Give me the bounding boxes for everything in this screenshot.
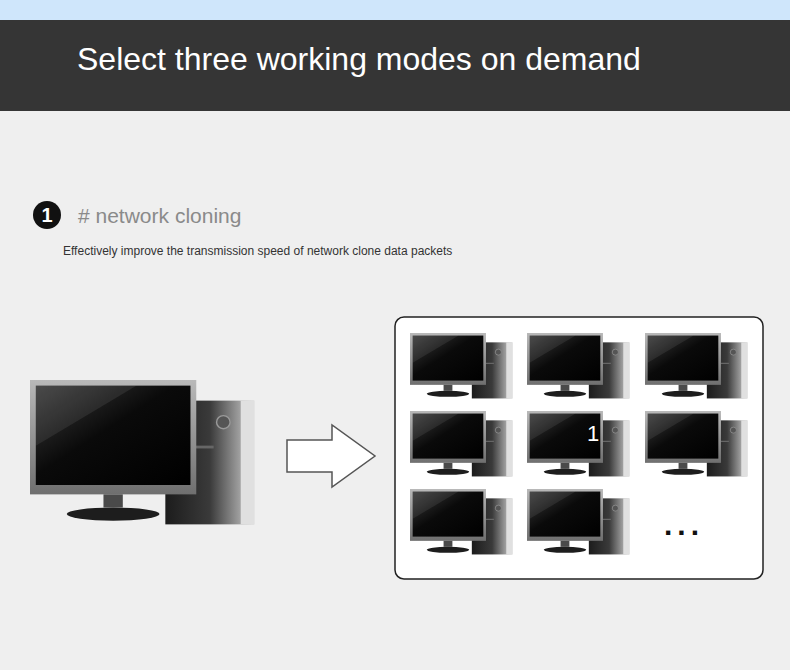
transfer-arrow — [287, 425, 375, 487]
client-computer — [527, 333, 629, 398]
title-band — [0, 20, 790, 111]
screen-number: 1 — [583, 421, 603, 447]
mode-description: Effectively improve the transmission spe… — [63, 244, 463, 258]
top-strip — [0, 0, 790, 20]
client-computer — [410, 333, 512, 398]
client-computer — [645, 333, 747, 398]
mode-heading: # network cloning — [78, 203, 241, 229]
client-computer — [410, 489, 512, 554]
step-circle — [33, 201, 61, 229]
page-title: Select three working modes on demand — [77, 40, 641, 78]
more-ellipsis: ... — [664, 508, 704, 542]
source-computer — [30, 380, 254, 524]
clients-panel — [395, 317, 763, 579]
client-computer — [645, 411, 747, 476]
client-computer — [527, 489, 629, 554]
step-number: 1 — [33, 201, 61, 229]
client-computer — [527, 411, 629, 476]
client-computer — [410, 411, 512, 476]
